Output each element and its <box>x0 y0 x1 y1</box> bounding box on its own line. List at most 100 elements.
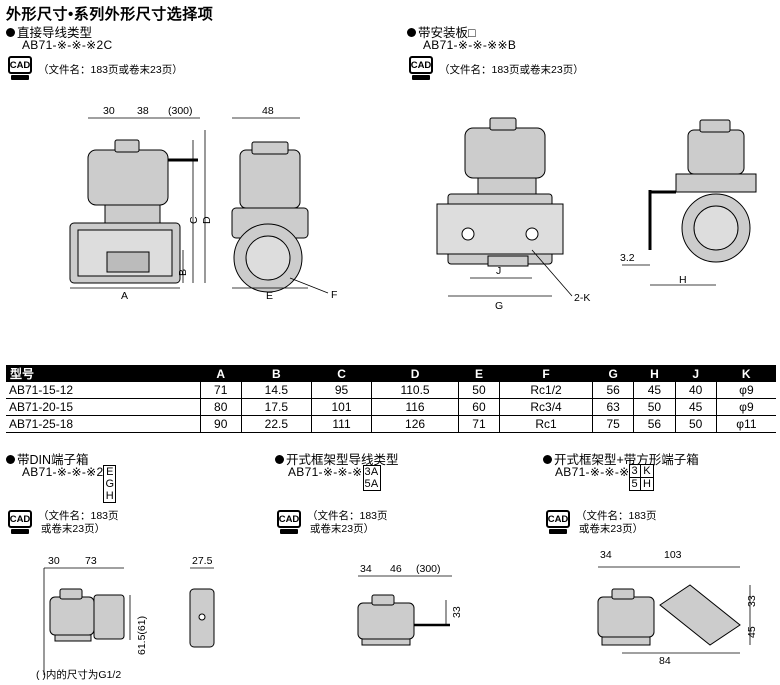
col-header: A <box>200 365 242 382</box>
of-dim-46: 46 <box>390 563 402 575</box>
table-cell: 45 <box>675 398 717 416</box>
dim-B: B <box>177 269 189 276</box>
bullet-icon <box>275 455 284 464</box>
model-code-direct-wire: AB71-※-※-※2C <box>22 38 113 52</box>
dim-3-2: 3.2 <box>620 252 635 264</box>
din-side-view <box>189 588 215 648</box>
table-cell: φ9 <box>716 398 776 416</box>
dim-A: A <box>121 290 128 302</box>
dim-C: C <box>188 216 200 224</box>
table-cell: AB71-15-12 <box>6 382 201 399</box>
table-cell: 116 <box>371 398 459 416</box>
col-header: 型号 <box>6 365 201 382</box>
table-cell: 63 <box>592 398 635 416</box>
section-title-open-frame-box: 开式框架型+带方形端子箱 <box>543 449 699 468</box>
table-cell: 40 <box>675 382 717 399</box>
table-cell: 111 <box>311 415 373 433</box>
table-cell: 71 <box>200 382 242 399</box>
table-cell: 75 <box>592 415 635 433</box>
dim-J: J <box>496 265 501 277</box>
din-dim-27-5: 27.5 <box>192 555 213 567</box>
dim-F: F <box>331 289 337 301</box>
table-cell: φ9 <box>716 382 776 399</box>
col-header: E <box>458 365 500 382</box>
open-frame-view <box>357 594 450 646</box>
dim-48: 48 <box>262 105 274 117</box>
cad-link-open-frame-box[interactable]: CAD （文件名：183页 或卷末23页） <box>546 510 657 535</box>
col-header: C <box>311 365 372 382</box>
table-cell: 45 <box>633 382 676 399</box>
dim-30: 30 <box>103 105 115 117</box>
table-cell: 60 <box>458 398 501 416</box>
valve-bracket-front-view <box>436 117 564 267</box>
bullet-icon <box>6 455 15 464</box>
ob-dim-45: 45 <box>746 626 758 638</box>
cad-icon: CAD <box>277 510 301 536</box>
table-cell: 56 <box>633 415 676 433</box>
table-cell: Rc3/4 <box>499 398 594 416</box>
top-drawings: 30 38 (300) 48 A B C D E F J G 2-K 3.2 H <box>69 105 757 312</box>
table-row: AB71-20-15 80 17.5 101 116 60 Rc3/4 63 5… <box>6 398 776 416</box>
dim-2K: 2-K <box>574 292 590 304</box>
section-title-direct-wire: 直接导线类型 <box>6 22 92 41</box>
din-dim-73: 73 <box>85 555 97 567</box>
cad-link-bracket[interactable]: CAD （文件名：183页或卷末23页） <box>409 56 584 82</box>
of-dim-33: 33 <box>451 606 463 618</box>
cad-icon: CAD <box>8 56 32 82</box>
dim-E: E <box>266 290 273 302</box>
ob-dim-103: 103 <box>664 549 682 561</box>
table-header-row: 型号 A B C D E F G H J K <box>6 365 776 382</box>
table-cell: 126 <box>371 415 459 433</box>
valve-side-view <box>231 141 309 293</box>
bullet-icon <box>6 28 15 37</box>
din-dim-30: 30 <box>48 555 60 567</box>
table-cell: 50 <box>675 415 717 433</box>
col-header: H <box>633 365 676 382</box>
dim-H: H <box>679 274 687 286</box>
valve-front-view <box>69 139 198 284</box>
cad-icon: CAD <box>8 510 32 536</box>
table-row: AB71-25-18 90 22.5 111 126 71 Rc1 75 56 … <box>6 415 776 433</box>
col-header: F <box>499 365 593 382</box>
page-title: 外形尺寸•系列外形尺寸选择项 <box>6 6 214 23</box>
table-cell: Rc1 <box>499 415 594 433</box>
bullet-icon <box>407 28 416 37</box>
dim-300: (300) <box>168 105 193 117</box>
section-title-open-frame: 开式框架型导线类型 <box>275 449 399 468</box>
bullet-icon <box>543 455 552 464</box>
table-cell: 110.5 <box>371 382 459 399</box>
ob-dim-33: 33 <box>746 595 758 607</box>
model-code-bracket: AB71-※-※-※※B <box>423 38 517 52</box>
table-cell: 95 <box>311 382 373 399</box>
table-cell: 56 <box>592 382 635 399</box>
table-cell: φ11 <box>716 415 776 433</box>
table-cell: 80 <box>200 398 242 416</box>
ob-dim-34: 34 <box>600 549 612 561</box>
table-row: AB71-15-12 71 14.5 95 110.5 50 Rc1/2 56 … <box>6 382 776 399</box>
table-cell: 50 <box>458 382 501 399</box>
table-cell: 50 <box>633 398 676 416</box>
din-front-view <box>49 588 125 642</box>
cad-link-open-frame[interactable]: CAD （文件名：183页 或卷末23页） <box>277 510 388 536</box>
ob-dim-84: 84 <box>659 655 671 667</box>
cad-icon: CAD <box>409 56 433 82</box>
section-title-din: 带DIN端子箱 <box>6 449 89 468</box>
section-title-bracket: 带安装板□ <box>407 22 476 41</box>
dim-38: 38 <box>137 105 149 117</box>
table-cell: 14.5 <box>241 382 312 399</box>
cad-link-din[interactable]: CAD （文件名：183页 或卷末23页） <box>8 510 119 536</box>
col-header: D <box>371 365 459 382</box>
din-size-note: ( )内的尺寸为G1/2 <box>36 668 121 681</box>
dim-D: D <box>201 216 213 224</box>
col-header: B <box>241 365 312 382</box>
table-cell: AB71-20-15 <box>6 398 201 416</box>
table-cell: 101 <box>311 398 373 416</box>
col-header: G <box>592 365 634 382</box>
bottom-drawings: 30 73 27.5 61.5(61) ( )内的尺寸为G1/2 34 46 (… <box>36 549 758 681</box>
table-cell: Rc1/2 <box>499 382 594 399</box>
cad-link-direct-wire[interactable]: CAD （文件名：183页或卷末23页） <box>8 56 183 82</box>
dim-G: G <box>495 300 503 312</box>
